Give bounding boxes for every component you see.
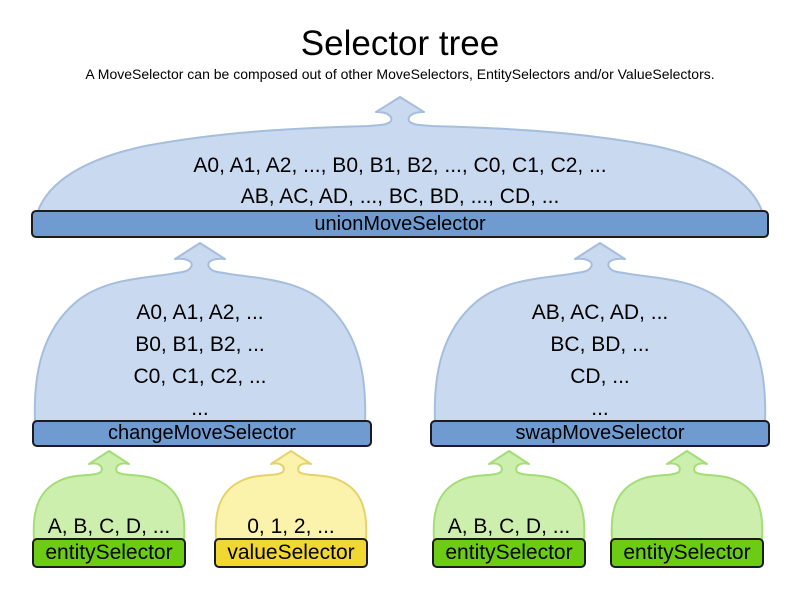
change-items-line: B0, B1, B2, ...	[135, 333, 265, 356]
entity1-dome-shape	[32, 450, 186, 540]
change-items-line: ...	[191, 397, 209, 420]
value-selector-label: valueSelector	[227, 541, 355, 564]
entity3-dome-shape	[610, 450, 764, 540]
value1-items-text: 0, 1, 2, ...	[247, 515, 335, 538]
union-items-line: A0, A1, A2, ..., B0, B1, B2, ..., C0, C1…	[193, 154, 607, 177]
change-items-line: C0, C1, C2, ...	[133, 365, 267, 388]
change-move-selector-bar: changeMoveSelector	[32, 420, 372, 447]
union-items-line: AB, AC, AD, ..., BC, BD, ..., CD, ...	[240, 185, 560, 208]
diagram-title: Selector tree	[300, 24, 500, 63]
entity-selector-bar-2: entitySelector	[432, 538, 586, 568]
entity-selector-bar-1: entitySelector	[32, 538, 186, 568]
union-move-selector-bar: unionMoveSelector	[31, 210, 769, 238]
swap-move-selector-label: swapMoveSelector	[515, 422, 685, 444]
entity-selector-bar-3: entitySelector	[610, 538, 764, 568]
entity-selector-label: entitySelector	[445, 541, 573, 564]
union-dome-shape	[37, 96, 763, 212]
entity2-dome-shape	[432, 450, 586, 540]
entity-selector-label: entitySelector	[623, 541, 751, 564]
value-dome-shape	[214, 450, 368, 540]
swap-items-line: ...	[591, 397, 609, 420]
swap-items-line: BC, BD, ...	[550, 333, 650, 356]
change-items-text: A0, A1, A2, ... B0, B1, B2, ... C0, C1, …	[30, 297, 370, 425]
swap-items-text: AB, AC, AD, ... BC, BD, ... CD, ... ...	[430, 297, 770, 425]
entity1-items-text: A, B, C, D, ...	[47, 515, 171, 538]
change-move-selector-label: changeMoveSelector	[108, 422, 296, 444]
swap-move-selector-bar: swapMoveSelector	[430, 420, 770, 447]
change-dome-shape	[33, 242, 367, 424]
diagram-subtitle: A MoveSelector can be composed out of ot…	[85, 66, 715, 82]
swap-dome-shape	[433, 242, 767, 424]
change-items-line: A0, A1, A2, ...	[136, 301, 264, 324]
swap-items-line: AB, AC, AD, ...	[531, 301, 669, 324]
value-selector-bar: valueSelector	[214, 538, 368, 568]
entity-selector-label: entitySelector	[45, 541, 173, 564]
swap-items-line: CD, ...	[570, 365, 630, 388]
union-items-text: A0, A1, A2, ..., B0, B1, B2, ..., C0, C1…	[0, 150, 800, 212]
union-move-selector-label: unionMoveSelector	[314, 212, 486, 235]
entity2-items-text: A, B, C, D, ...	[447, 515, 571, 538]
